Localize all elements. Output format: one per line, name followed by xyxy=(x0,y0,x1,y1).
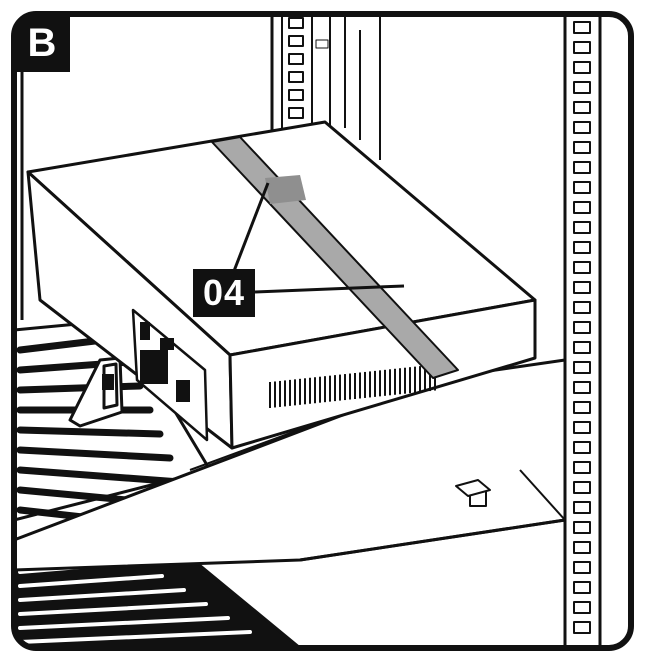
callout-leaders xyxy=(232,182,405,294)
rear-ports xyxy=(102,322,190,402)
rear-rail xyxy=(20,14,381,320)
vented-floor xyxy=(14,318,302,648)
ups-box xyxy=(26,120,537,450)
callout-04: 04 xyxy=(193,269,255,317)
panel-frame xyxy=(11,11,634,651)
packing-strap xyxy=(211,136,459,379)
front-right-rail xyxy=(563,14,602,648)
panel-label: B xyxy=(14,14,70,72)
